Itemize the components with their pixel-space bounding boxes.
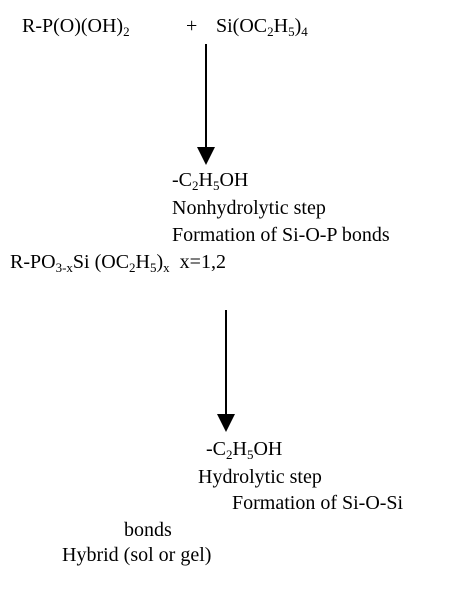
reaction-arrow-2 xyxy=(216,310,236,432)
product-hybrid: Hybrid (sol or gel) xyxy=(62,544,212,566)
reaction-arrow-1 xyxy=(196,44,216,165)
step-name-nonhydrolytic: Nonhydrolytic step xyxy=(172,197,326,219)
intermediate-formula: R-PO3-xSi (OC2H5)x x=1,2 xyxy=(10,251,226,275)
step-result-si-o-si-line1: Formation of Si-O-Si xyxy=(232,492,404,514)
reactant-teos: Si(OC2H5)4 xyxy=(216,15,308,39)
byproduct-ethanol-1: -C2H5OH xyxy=(172,169,249,193)
plus-sign: + xyxy=(186,15,198,37)
step-result-si-o-p: Formation of Si-O-P bonds xyxy=(172,224,390,246)
step-result-si-o-si-line2: bonds xyxy=(124,519,172,541)
reactant-phosphonic-acid: R-P(O)(OH)2 xyxy=(22,15,130,39)
byproduct-ethanol-2: -C2H5OH xyxy=(206,438,283,462)
intermediate-condition: x=1,2 xyxy=(179,251,226,273)
step-name-hydrolytic: Hydrolytic step xyxy=(198,466,322,488)
